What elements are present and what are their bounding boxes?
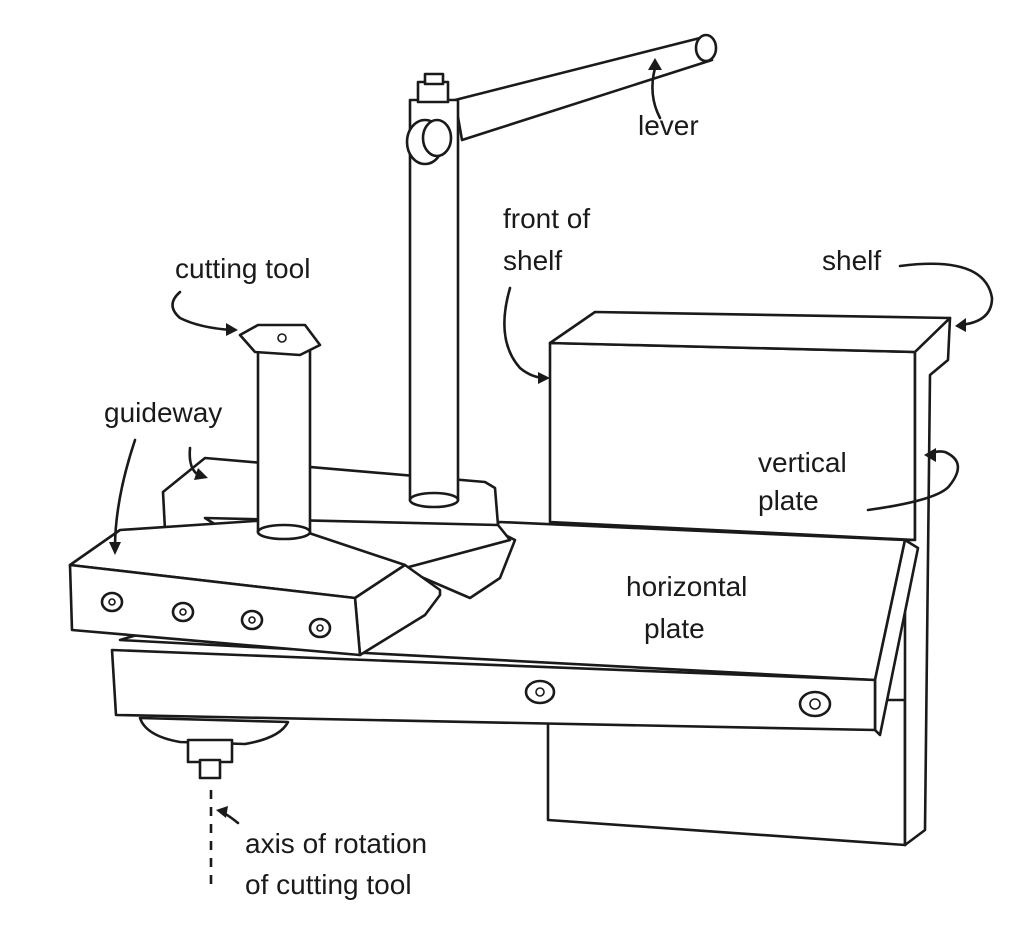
label-vertical-plate-line2: plate	[758, 485, 819, 516]
guideway-bar	[68, 518, 442, 657]
label-horizontal-plate-line1: horizontal	[626, 571, 747, 602]
label-vertical-plate-line1: vertical	[758, 447, 847, 478]
label-guideway: guideway	[104, 397, 222, 428]
label-cutting-tool: cutting tool	[175, 253, 310, 284]
rotation-hub	[138, 716, 290, 780]
label-axis-line1: axis of rotation	[245, 828, 427, 859]
leader-arrows	[109, 58, 994, 825]
shelf-box	[546, 310, 952, 847]
label-horizontal-plate-line2: plate	[644, 613, 705, 644]
lever-column	[405, 33, 718, 509]
label-lever: lever	[638, 110, 699, 141]
label-front-of-shelf-line1: front of	[503, 203, 590, 234]
label-shelf: shelf	[822, 245, 881, 276]
cutting-tool-post	[238, 323, 322, 541]
label-front-of-shelf-line2: shelf	[503, 245, 562, 276]
label-axis-line2: of cutting tool	[245, 869, 412, 900]
